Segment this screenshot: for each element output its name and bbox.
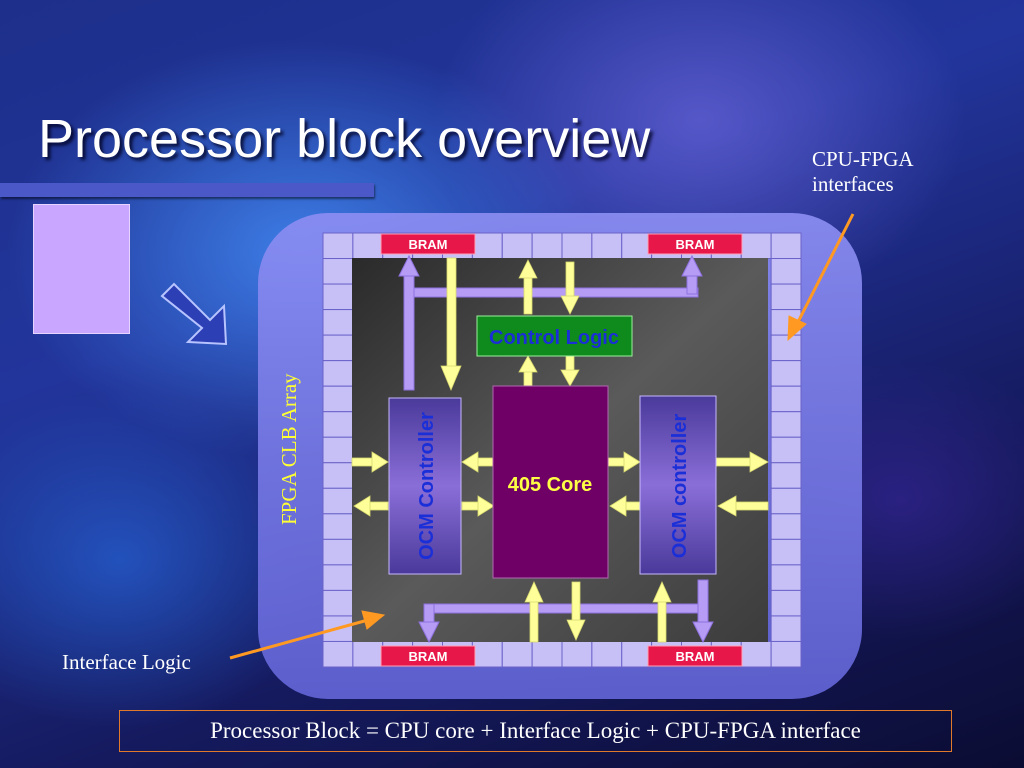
decorative-arrow-icon <box>160 282 228 346</box>
fpga-clb-array-label: FPGA CLB Array <box>277 373 301 525</box>
clb-cell <box>770 513 802 540</box>
clb-cell <box>352 232 384 260</box>
bram-block: BRAM <box>647 233 743 255</box>
clb-cell <box>322 283 354 311</box>
clb-cell <box>770 615 802 642</box>
top-bus-arrow <box>398 254 703 391</box>
bottom-bus-arrow <box>418 579 714 644</box>
bram-label: BRAM <box>409 649 448 664</box>
cpu-core-block: 405 Core <box>492 385 609 579</box>
clb-cell <box>561 232 593 260</box>
ocm-right-label: OCM controller <box>669 414 691 559</box>
clb-cell <box>591 640 623 668</box>
ocm-left-label: OCM Controller <box>416 412 438 560</box>
slide-title: Processor block overview <box>38 109 651 169</box>
callout-line-1: CPU-FPGA <box>812 147 914 171</box>
clb-cell <box>322 564 354 591</box>
title-underline <box>0 183 374 197</box>
callout-line-2: interfaces <box>812 172 894 196</box>
decorative-box <box>33 204 130 334</box>
ocm-controller-right: OCM controller <box>639 395 717 575</box>
bram-block: BRAM <box>380 233 476 255</box>
bram-block: BRAM <box>380 645 476 667</box>
clb-cell <box>740 640 772 668</box>
clb-cell <box>770 232 802 260</box>
clb-cell <box>770 258 802 285</box>
clb-cell <box>770 436 802 464</box>
clb-cell <box>770 385 802 413</box>
clb-cell <box>770 640 802 668</box>
clb-cell <box>740 232 772 260</box>
control-logic-block: Control Logic <box>476 315 633 357</box>
clb-cell <box>322 385 354 413</box>
clb-cell <box>561 640 593 668</box>
clb-cell <box>322 462 354 489</box>
clb-cell <box>770 334 802 362</box>
bram-label: BRAM <box>676 237 715 252</box>
bram-block: BRAM <box>647 645 743 667</box>
clb-cell <box>352 640 384 668</box>
clb-cell <box>591 232 623 260</box>
clb-cell <box>322 436 354 464</box>
clb-cell <box>770 462 802 489</box>
clb-cell <box>770 283 802 311</box>
clb-cell <box>471 640 503 668</box>
clb-cell <box>770 589 802 617</box>
clb-cell <box>322 513 354 540</box>
clb-cell <box>471 232 503 260</box>
clb-cell <box>770 564 802 591</box>
clb-cell <box>322 360 354 387</box>
clb-cell <box>770 538 802 566</box>
clb-cell <box>531 640 563 668</box>
interface-logic-callout: Interface Logic <box>62 650 191 674</box>
bram-label: BRAM <box>676 649 715 664</box>
core-label: 405 Core <box>508 474 593 496</box>
clb-cell <box>531 232 563 260</box>
cpu-fpga-interfaces-callout: CPU-FPGA interfaces <box>812 147 914 197</box>
data-flow-arrows <box>351 257 769 643</box>
summary-box: Processor Block = CPU core + Interface L… <box>119 710 952 752</box>
ocm-controller-left: OCM Controller <box>388 397 462 575</box>
clb-cell <box>322 309 354 336</box>
clb-cell <box>322 640 354 668</box>
clb-cell <box>322 589 354 617</box>
clb-cell <box>621 232 653 260</box>
clb-cell <box>770 360 802 387</box>
clb-cell <box>322 258 354 285</box>
clb-cell <box>770 411 802 438</box>
clb-cell <box>322 411 354 438</box>
clb-cell <box>621 640 653 668</box>
clb-cell <box>322 334 354 362</box>
interface-logic-callout-arrow <box>229 610 386 660</box>
clb-cell <box>501 640 533 668</box>
clb-cell <box>322 232 354 260</box>
bram-label: BRAM <box>409 237 448 252</box>
clb-cell <box>770 487 802 515</box>
cpu-fpga-callout-arrow <box>787 213 855 342</box>
clb-cell <box>322 487 354 515</box>
clb-cell <box>322 538 354 566</box>
control-logic-label: Control Logic <box>489 327 619 349</box>
clb-cell <box>501 232 533 260</box>
